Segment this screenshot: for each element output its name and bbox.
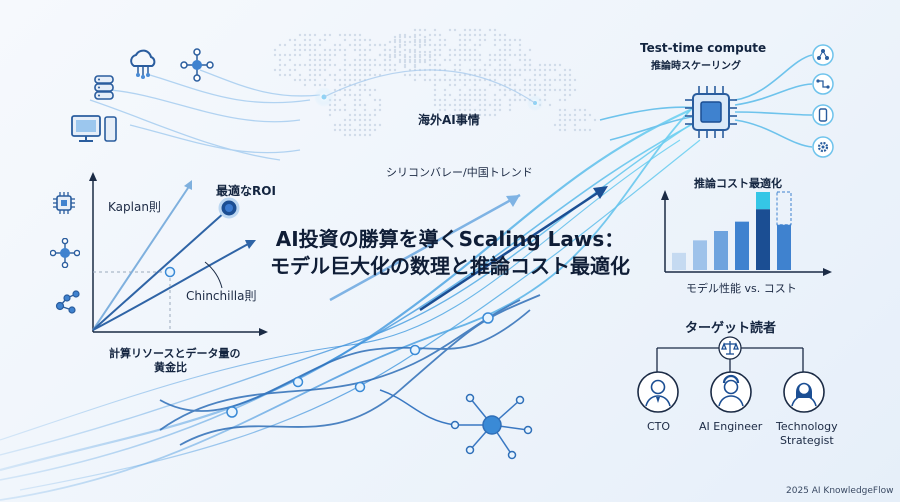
- trend-label: シリコンバレー/中国トレンド: [386, 166, 533, 179]
- left-chart-xlabel-1: 計算リソースとデータ量の: [109, 347, 241, 360]
- left-chart-xlabel-2: 黄金比: [154, 361, 187, 374]
- strategist-avatar: [782, 370, 826, 414]
- audience-title: ターゲット読者: [685, 321, 777, 336]
- network-flow-lines: [89, 69, 321, 161]
- gear-icon: [812, 136, 834, 158]
- balance-scale-icon: [718, 336, 742, 360]
- test-time-subtitle: 推論時スケーリング: [651, 61, 741, 72]
- cost-bar: [735, 221, 749, 270]
- kaplan-label: Kaplan則: [108, 200, 161, 214]
- processor-chip-icon: [683, 84, 739, 140]
- left-chart-lines: [92, 180, 256, 332]
- share-icon: [812, 44, 834, 66]
- network-node-icon: [180, 48, 214, 82]
- main-flow-wave: [0, 99, 701, 501]
- cost-bars: [672, 191, 792, 270]
- optimal-roi-label: 最適なROI: [216, 184, 276, 198]
- chinchilla-label: Chinchilla則: [186, 289, 257, 303]
- left-chart-axes: [89, 172, 268, 336]
- cost-bar: [672, 252, 686, 270]
- right-chart-xlabel: モデル性能 vs. コスト: [686, 282, 797, 295]
- cloud-icon: [126, 46, 160, 80]
- role-strategist: Strategist: [780, 434, 834, 447]
- cost-bar-target-outline: [776, 191, 792, 226]
- test-time-title: Test-time compute: [640, 41, 767, 55]
- role-ai-engineer: AI Engineer: [699, 420, 763, 433]
- cost-bar: [756, 209, 770, 270]
- cost-bar: [693, 240, 707, 270]
- right-chart-axes: [661, 190, 832, 276]
- cost-bar: [714, 231, 728, 270]
- right-chart-title: 推論コスト最適化: [694, 177, 782, 190]
- database-icon: [93, 74, 115, 102]
- role-cto: CTO: [647, 420, 671, 433]
- chip-icon: [51, 190, 77, 216]
- title-line-2: モデル巨大化の数理と推論コスト最適化: [270, 254, 630, 278]
- strand-nodes: [226, 312, 494, 418]
- cost-bar-highlight: [756, 192, 770, 210]
- hub-network-icon: [49, 237, 81, 269]
- engineer-avatar: [709, 370, 753, 414]
- footer-copyright: 2025 AI KnowledgeFlow: [786, 486, 894, 496]
- cto-avatar: [636, 370, 680, 414]
- world-map: [273, 28, 597, 137]
- computer-icon: [70, 114, 120, 144]
- cost-bar: [777, 224, 791, 270]
- title-line-1: AI投資の勝算を導くScaling Laws：: [275, 227, 625, 251]
- role-technology: Technology: [776, 420, 838, 433]
- flow-icon: [812, 73, 834, 95]
- growth-arrows: [329, 186, 608, 312]
- mobile-icon: [812, 104, 834, 126]
- overseas-label: 海外AI事情: [418, 113, 480, 127]
- molecule-icon: [52, 286, 82, 316]
